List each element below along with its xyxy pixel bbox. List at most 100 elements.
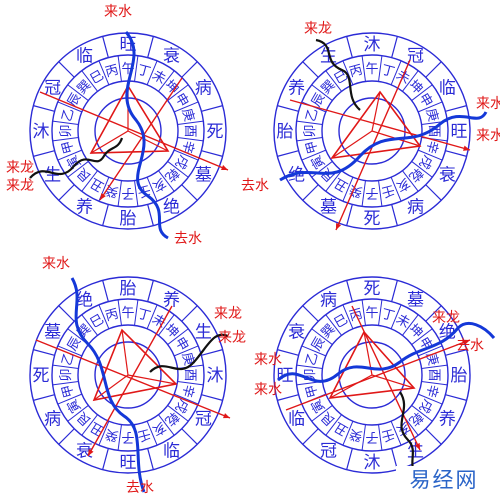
outer-ring-label: 临 (288, 410, 305, 430)
inner-divider (57, 393, 82, 405)
outer-divider (102, 204, 109, 226)
flow-label: 来水 (254, 352, 282, 368)
inner-ring-label: 辛 (422, 139, 440, 155)
inner-divider (67, 84, 89, 101)
inner-ring-label: 丑 (332, 175, 351, 194)
flow-label: 来龙 (432, 310, 460, 326)
ring-circle (51, 54, 205, 208)
inner-divider (57, 345, 82, 357)
outer-divider (147, 204, 154, 226)
inner-ring-label: 未 (149, 68, 168, 87)
outer-ring-label: 病 (44, 410, 61, 430)
inner-divider (98, 421, 110, 446)
outer-divider (391, 204, 398, 226)
inner-divider (378, 55, 383, 82)
triangle (92, 328, 178, 402)
ring-circle (51, 298, 205, 452)
outer-divider (391, 280, 398, 302)
inner-divider (146, 421, 158, 446)
inner-divider (311, 161, 333, 178)
inner-ring-label: 酉 (182, 124, 197, 137)
inner-ring-label: 丙 (104, 63, 120, 81)
flow-label: 来龙 (6, 160, 34, 176)
inner-divider (361, 180, 366, 207)
inner-divider (134, 180, 139, 207)
outer-ring-label: 沐 (33, 122, 50, 142)
inner-divider (52, 120, 79, 125)
inner-divider (177, 137, 204, 142)
inner-ring-label: 戌 (416, 152, 435, 171)
inner-divider (98, 60, 110, 85)
inner-divider (167, 328, 189, 345)
triangle-spoke (121, 329, 129, 376)
outer-ring-label: 胎 (120, 279, 137, 299)
inner-divider (174, 149, 199, 161)
outer-ring-label: 墓 (195, 166, 212, 186)
outer-divider (201, 150, 223, 157)
inner-divider (81, 70, 98, 92)
inner-divider (311, 84, 333, 101)
inner-divider (52, 364, 79, 369)
inner-ring-label: 壬 (136, 425, 152, 443)
inner-ring-label: 辛 (178, 383, 196, 399)
inner-ring-label: 癸 (348, 425, 364, 443)
ring-circle (273, 276, 471, 474)
ring-circle (29, 276, 227, 474)
outer-divider (346, 204, 353, 226)
inner-ring-label: 卯 (59, 124, 74, 137)
triangle-spoke (127, 374, 177, 385)
ring-circle (94, 341, 162, 409)
outer-ring-label: 墓 (44, 323, 61, 343)
outer-divider (445, 394, 467, 401)
inner-divider (174, 393, 199, 405)
outer-ring-label: 衰 (288, 323, 305, 343)
water-curve (124, 31, 169, 240)
inner-ring-label: 庚 (422, 107, 441, 124)
inner-divider (134, 299, 139, 326)
inner-divider (342, 177, 354, 202)
inner-divider (117, 180, 122, 207)
outer-ring-label: 死 (364, 279, 381, 299)
triangle-spoke (371, 91, 381, 132)
inner-divider (98, 304, 110, 329)
outer-divider (445, 349, 467, 356)
inner-divider (361, 55, 366, 82)
outer-divider (58, 61, 75, 78)
outer-ring-label: 绝 (288, 166, 305, 186)
inner-divider (158, 170, 175, 192)
inner-ring-label: 乙 (304, 351, 322, 367)
axis-arrowhead (100, 193, 106, 200)
outer-divider (425, 305, 442, 322)
inner-divider (421, 381, 448, 386)
inner-divider (57, 101, 82, 113)
inner-divider (402, 170, 419, 192)
outer-divider (277, 394, 299, 401)
inner-ring-label: 午 (365, 306, 378, 321)
inner-divider (174, 101, 199, 113)
inner-divider (325, 314, 342, 336)
inner-ring-label: 丙 (348, 63, 364, 81)
outer-divider (181, 184, 198, 201)
axis-line (87, 305, 173, 457)
outer-divider (425, 428, 442, 445)
axis-arrowhead (463, 339, 470, 345)
inner-ring-label: 丁 (380, 63, 396, 81)
dragon-curve (29, 137, 124, 179)
outer-ring-label: 沐 (207, 366, 224, 386)
axis-line (351, 305, 421, 451)
outer-ring-label: 生 (44, 166, 61, 186)
outer-ring-label: 旺 (451, 122, 468, 142)
inner-divider (421, 364, 448, 369)
inner-divider (57, 149, 82, 161)
inner-divider (296, 137, 323, 142)
inner-ring-label: 乙 (304, 107, 322, 123)
outer-divider (102, 448, 109, 470)
outer-divider (181, 61, 198, 78)
compass-diagram-1: 旺衰病死墓绝胎养生沐冠临午丁未坤申庚酉辛戌乾亥壬子癸丑艮寅甲卯乙辰巽巳丙来水来龙… (6, 4, 229, 247)
inner-ring-label: 戌 (416, 396, 435, 415)
inner-ring-label: 甲 (60, 383, 78, 399)
flow-label: 来龙 (304, 21, 332, 37)
inner-ring-label: 丁 (380, 307, 396, 325)
water-curve (70, 277, 146, 493)
